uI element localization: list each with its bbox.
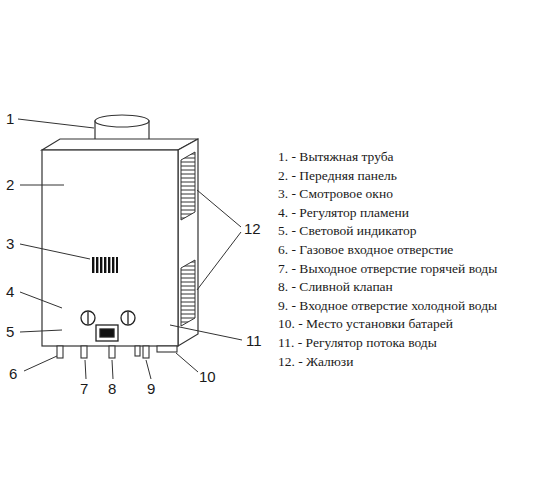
flame-knob xyxy=(81,311,95,325)
leader-line xyxy=(176,353,198,372)
flue-pipe-top xyxy=(95,115,149,127)
callout-number: 9 xyxy=(147,381,155,398)
louver xyxy=(181,260,195,326)
leader-line xyxy=(85,360,86,379)
legend-item: 12. - Жалюзи xyxy=(278,355,353,370)
battery-box xyxy=(157,346,177,352)
callout-number: 10 xyxy=(199,369,216,386)
cold-inlet xyxy=(135,346,140,356)
leader-line xyxy=(197,232,241,290)
leader-line xyxy=(112,360,113,379)
legend-item: 6. - Газовое входное отверстие xyxy=(278,243,453,258)
legend-item: 7. - Выходное отверстие горячей воды xyxy=(278,262,497,277)
legend-item: 3. - Смотровое окно xyxy=(278,187,393,202)
legend-item: 10. - Место установки батарей xyxy=(278,317,453,332)
knob-slot xyxy=(127,312,128,324)
drain-valve xyxy=(109,346,115,358)
legend-item: 9. - Входное отверстие холодной воды xyxy=(278,299,497,314)
flow-knob xyxy=(121,311,135,325)
callout-number: 1 xyxy=(6,111,14,128)
leader-line xyxy=(197,190,241,227)
gas-inlet xyxy=(57,346,63,358)
callout-number: 5 xyxy=(6,324,14,341)
leader-line xyxy=(170,325,242,340)
leader-line xyxy=(24,356,57,371)
leader-line xyxy=(20,292,62,308)
knob-slot xyxy=(87,312,88,324)
legend-item: 11. - Регулятор потока воды xyxy=(278,336,437,351)
cold-inlet xyxy=(143,346,149,358)
viewing-window xyxy=(92,257,118,273)
leader-line xyxy=(20,185,64,186)
legend-item: 1. - Вытяжная труба xyxy=(278,150,394,165)
legend-item: 8. - Сливной клапан xyxy=(278,280,393,295)
leader-line xyxy=(146,360,151,379)
callout-number: 3 xyxy=(6,236,14,253)
callout-number: 12 xyxy=(244,221,261,238)
indicator-frame xyxy=(96,325,118,341)
leader-line xyxy=(20,244,90,259)
side-panel xyxy=(178,139,198,346)
leader-line xyxy=(20,330,62,332)
legend-item: 5. - Световой индикатор xyxy=(278,224,417,239)
callout-number: 2 xyxy=(6,177,14,194)
callout-number: 8 xyxy=(108,381,116,398)
indicator-light xyxy=(100,329,114,337)
callout-number: 11 xyxy=(246,333,262,350)
callout-number: 6 xyxy=(9,366,17,383)
leader-line xyxy=(18,119,94,128)
heater-top xyxy=(42,139,198,150)
legend-item: 4. - Регулятор пламени xyxy=(278,206,409,221)
legend-item: 2. - Передняя панель xyxy=(278,169,397,184)
hot-outlet xyxy=(81,346,87,358)
callout-number: 7 xyxy=(80,381,88,398)
callout-number: 4 xyxy=(6,284,14,301)
louver xyxy=(181,152,195,220)
front-panel xyxy=(42,150,178,346)
